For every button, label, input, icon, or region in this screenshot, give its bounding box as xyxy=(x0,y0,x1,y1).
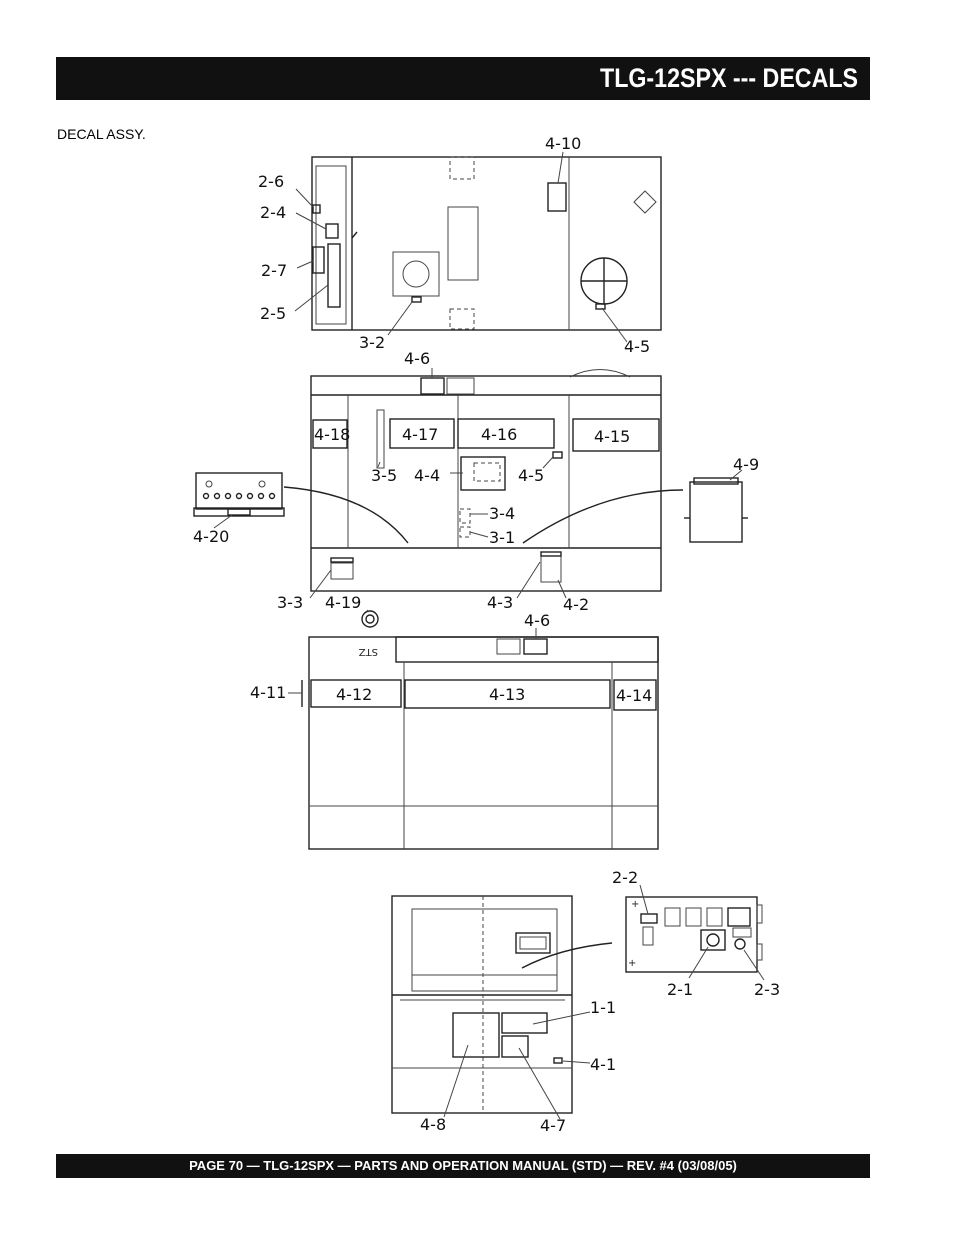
rear-view xyxy=(288,609,659,850)
callout-1-1: 1-1 xyxy=(590,998,616,1017)
control-panel-detail-left xyxy=(193,472,285,529)
callout-4-6-front: 4-6 xyxy=(404,349,430,368)
decal-4-6-rear xyxy=(523,638,548,655)
decal-box-4-13: 4-13 xyxy=(489,685,525,704)
header-bar: TLG-12SPX --- DECALS xyxy=(56,57,870,100)
callout-4-11: 4-11 xyxy=(250,683,286,702)
footer-text: PAGE 70 — TLG-12SPX — PARTS AND OPERATIO… xyxy=(189,1158,737,1173)
callout-2-1: 2-1 xyxy=(667,980,693,999)
callout-2-4: 2-4 xyxy=(260,203,286,222)
callout-2-3: 2-3 xyxy=(754,980,780,999)
page-title: TLG-12SPX --- DECALS xyxy=(599,63,858,93)
callout-4-8: 4-8 xyxy=(420,1115,446,1134)
decal-4-1 xyxy=(553,1057,563,1064)
callout-3-3: 3-3 xyxy=(277,593,303,612)
callout-4-2: 4-2 xyxy=(563,595,589,614)
decal-2-5 xyxy=(327,243,341,308)
decal-box-4-12: 4-12 xyxy=(336,685,372,704)
control-panel-detail-right: + + xyxy=(625,884,765,981)
callout-2-2: 2-2 xyxy=(612,868,638,887)
callout-4-5-top: 4-5 xyxy=(624,337,650,356)
decal-box-4-16: 4-16 xyxy=(481,425,517,444)
decal-2-6 xyxy=(312,204,321,214)
section-label: DECAL ASSY. xyxy=(57,126,146,142)
callout-4-4: 4-4 xyxy=(414,466,440,485)
callout-2-6: 2-6 xyxy=(258,172,284,191)
decal-2-7 xyxy=(312,246,325,274)
decal-4-7 xyxy=(501,1035,529,1058)
callout-4-3: 4-3 xyxy=(487,593,513,612)
footer-bar: PAGE 70 — TLG-12SPX — PARTS AND OPERATIO… xyxy=(56,1154,870,1178)
front-view xyxy=(283,368,684,599)
callout-4-1: 4-1 xyxy=(590,1055,616,1074)
side-view xyxy=(391,895,613,1120)
decal-4-6-front xyxy=(420,377,445,395)
callout-3-5: 3-5 xyxy=(371,466,397,485)
stz-mark: STZ xyxy=(359,646,378,657)
callout-2-7: 2-7 xyxy=(261,261,287,280)
decal-4-8 xyxy=(452,1012,500,1058)
svg-text:+: + xyxy=(631,899,639,910)
svg-text:+: + xyxy=(628,958,636,969)
callout-4-19: 4-19 xyxy=(325,593,361,612)
decal-1-1 xyxy=(501,1012,548,1034)
callout-4-10: 4-10 xyxy=(545,134,581,153)
top-view xyxy=(294,151,662,343)
callout-4-20: 4-20 xyxy=(193,527,229,546)
decal-4-10 xyxy=(547,182,567,212)
callout-3-1: 3-1 xyxy=(489,528,515,547)
callout-4-6-rear: 4-6 xyxy=(524,611,550,630)
decal-2-2 xyxy=(640,913,658,924)
decal-box-4-17: 4-17 xyxy=(402,425,438,444)
callout-4-9: 4-9 xyxy=(733,455,759,474)
decal-2-4 xyxy=(325,223,339,239)
callout-3-2: 3-2 xyxy=(359,333,385,352)
decal-box-4-18: 4-18 xyxy=(314,425,350,444)
detail-4-9 xyxy=(684,469,748,543)
decal-box-4-15: 4-15 xyxy=(594,427,630,446)
callout-4-7: 4-7 xyxy=(540,1116,566,1135)
callout-2-5: 2-5 xyxy=(260,304,286,323)
callout-3-4: 3-4 xyxy=(489,504,515,523)
callout-4-5-front: 4-5 xyxy=(518,466,544,485)
decal-box-4-14: 4-14 xyxy=(616,686,652,705)
